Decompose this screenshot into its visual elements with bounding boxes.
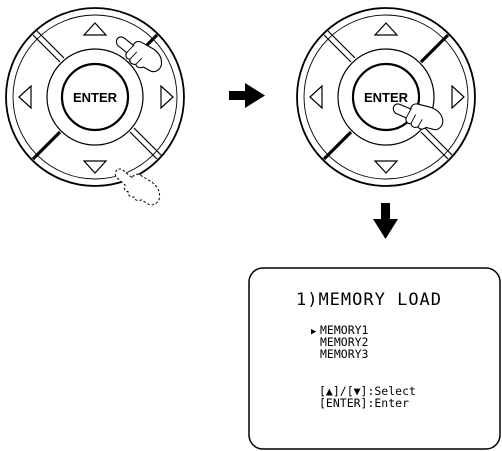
- osd-title: 1)MEMORY LOAD: [296, 290, 442, 310]
- remote-pad-left: ENTER: [5, 7, 185, 187]
- pointing-hand-dashed-icon: [114, 168, 161, 206]
- help-select: [▲]/[▼]:Select: [319, 384, 416, 398]
- memory-item: MEMORY3: [320, 347, 369, 361]
- enter-button-label: ENTER: [73, 90, 118, 105]
- left-key-triangle: [18, 84, 32, 110]
- arrow-right-icon: [229, 83, 265, 108]
- down-key-triangle: [82, 160, 108, 174]
- memory-item: MEMORY1: [320, 323, 369, 337]
- osd-display: 1)MEMORY LOAD ▶ MEMORY1 MEMORY2 MEMORY3 …: [248, 267, 501, 450]
- left-key-triangle: [309, 84, 323, 110]
- remote-pad-right: ENTER: [296, 7, 476, 187]
- enter-button-label-pressed: ENTER: [364, 90, 409, 105]
- help-enter: [ENTER]:Enter: [319, 396, 409, 410]
- right-key-triangle: [160, 84, 174, 110]
- arrow-down-icon: [373, 203, 398, 239]
- up-key-triangle: [82, 22, 108, 36]
- cursor-icon: ▶: [311, 327, 317, 337]
- up-key-triangle: [373, 22, 399, 36]
- down-key-triangle: [373, 160, 399, 174]
- memory-item: MEMORY2: [320, 335, 368, 349]
- right-key-triangle: [451, 84, 465, 110]
